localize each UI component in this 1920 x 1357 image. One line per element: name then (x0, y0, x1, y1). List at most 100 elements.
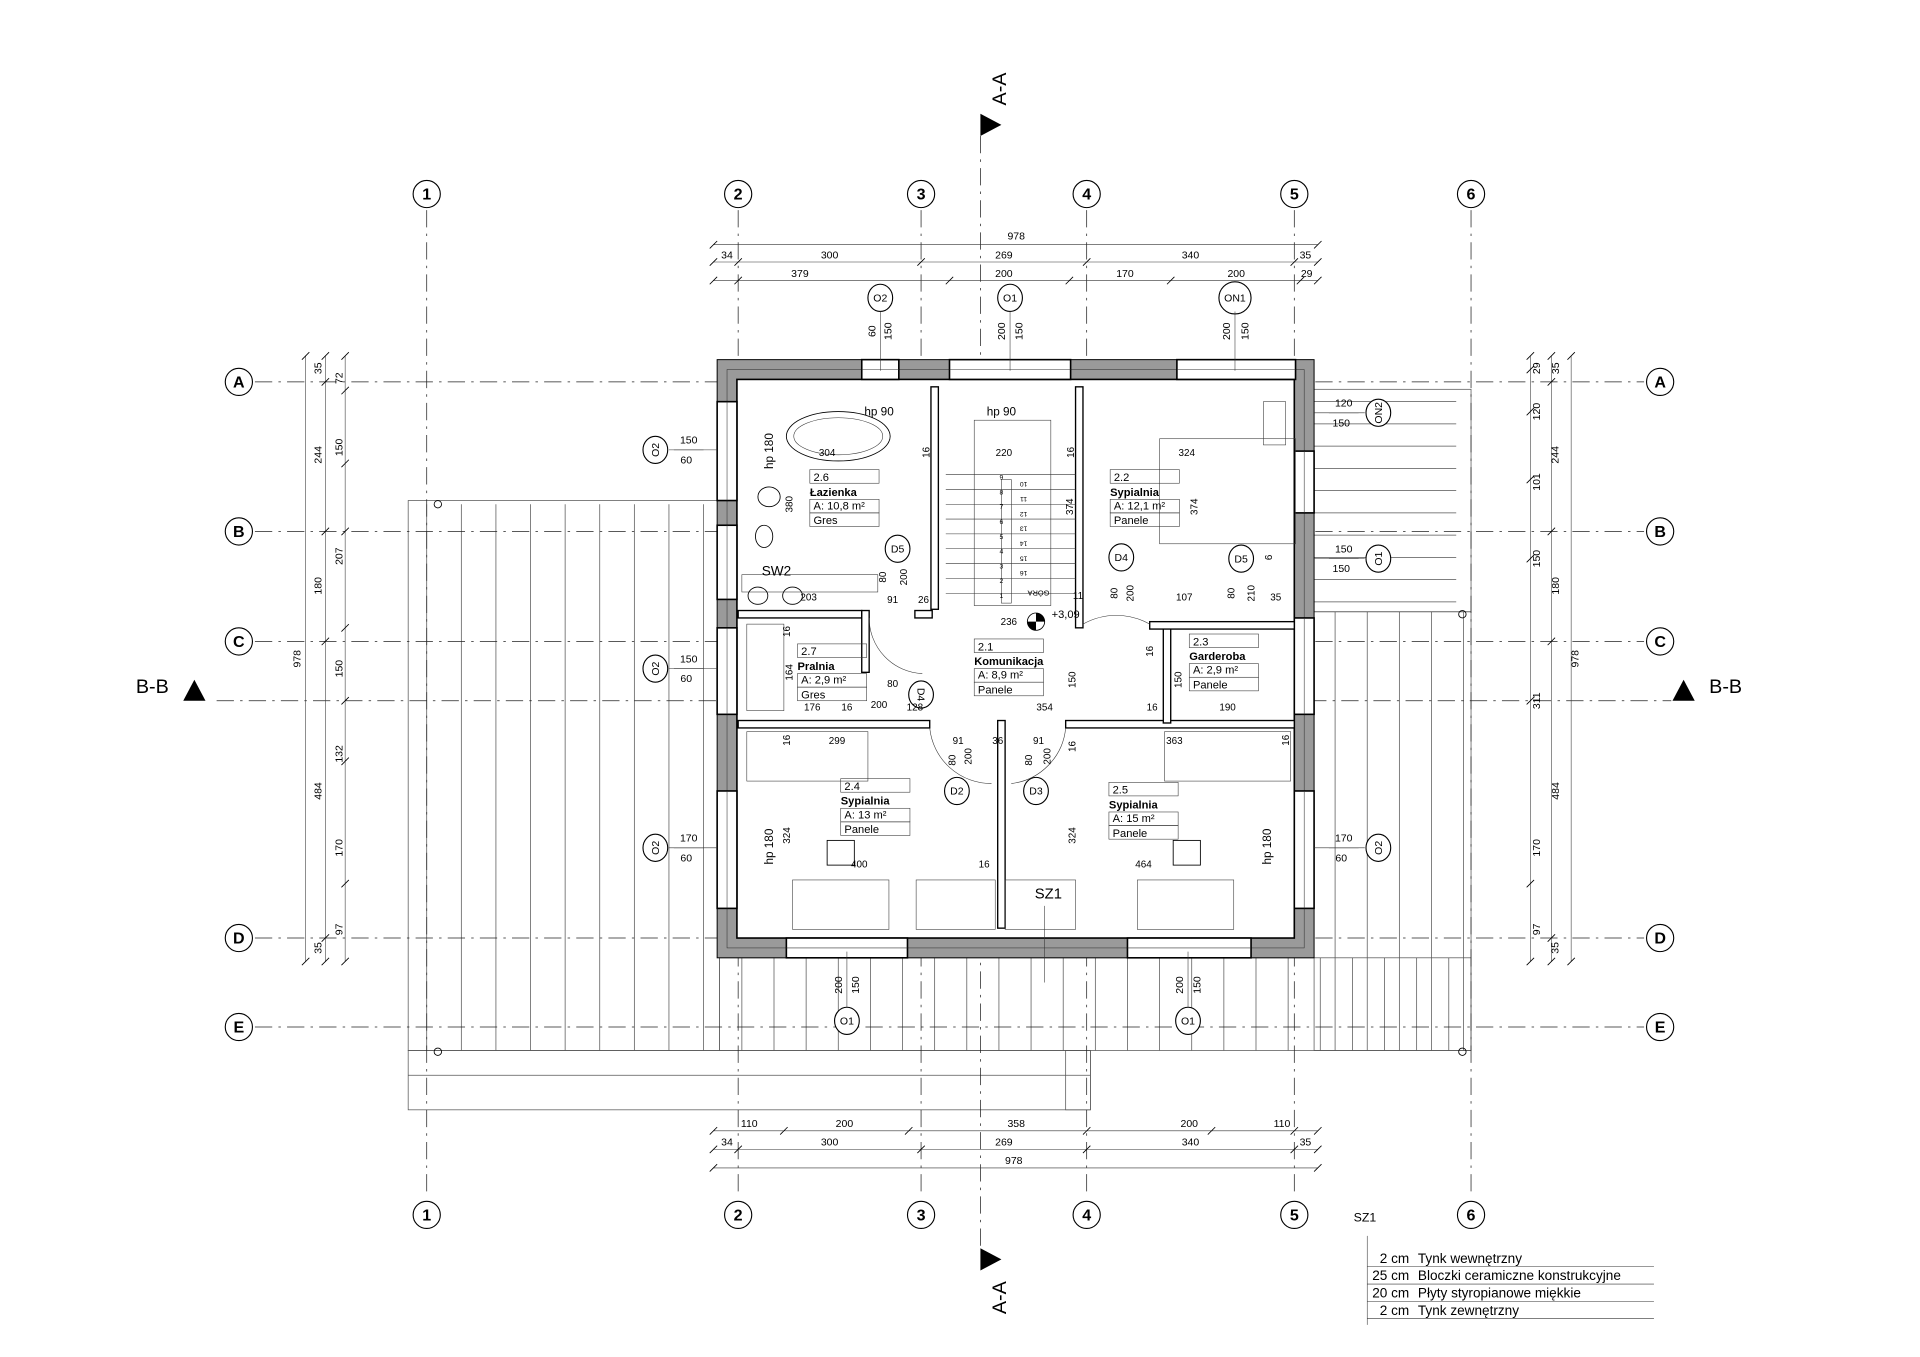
label: 269 (995, 249, 1013, 261)
partition-wall (1074, 386, 1084, 629)
partition-wall (737, 719, 931, 729)
interior-dimension: 11 (1073, 591, 1084, 602)
room-area: A: 10,8 m² (814, 500, 866, 512)
legend-title: SZ1 (1354, 1211, 1377, 1225)
dim-tick (1082, 257, 1091, 267)
dim-tick (734, 1145, 743, 1154)
window-tag-bubble (1365, 544, 1392, 573)
label: 379 (791, 268, 809, 280)
dim-tick (1313, 257, 1322, 267)
label: 340 (1182, 1137, 1200, 1149)
dim-tick (1313, 1145, 1322, 1154)
label: 110 (1274, 1118, 1291, 1130)
dim-tick (1290, 1145, 1299, 1154)
label: 60 (680, 454, 692, 466)
stair-number: 3 (1000, 563, 1004, 570)
door-tag: D4 (1115, 552, 1129, 564)
label: hp 180 (1261, 828, 1274, 864)
interior-dimension: 16 (1066, 446, 1077, 457)
stair-number: 10 (1020, 480, 1028, 487)
dim-tick (709, 1163, 718, 1172)
dim-tick (1296, 276, 1305, 285)
room-box (1109, 512, 1180, 527)
label: 200 (1221, 322, 1233, 340)
label: 35 (313, 362, 325, 374)
walls (716, 358, 1315, 959)
interior-dimension: 91 (1033, 736, 1044, 747)
door-tag-bubble (884, 534, 911, 563)
window-tag: O2 (650, 443, 662, 457)
interior-dimension: 16 (921, 446, 932, 457)
label: GÓRA (1028, 589, 1050, 598)
room-box (1188, 676, 1259, 692)
dim-tick (1313, 1163, 1322, 1172)
bathtub-inner (793, 417, 884, 456)
window-tag: O2 (873, 293, 887, 305)
door-tag-bubble (943, 776, 970, 806)
grid-bubble (1456, 1200, 1486, 1230)
dim-tick (341, 527, 350, 536)
dim-tick (1567, 957, 1576, 966)
interior-dimension: 236 (1001, 617, 1018, 628)
dim-tick (321, 934, 330, 943)
stair-number: 6 (1000, 519, 1004, 526)
interior-dimension: 16 (1281, 734, 1292, 745)
label: 35 (1550, 362, 1562, 374)
door-tag: D2 (950, 786, 964, 798)
label: 35 (1300, 249, 1312, 261)
interior-dimension: 324 (1067, 827, 1078, 844)
dim-tick (709, 240, 718, 249)
interior-dimension: 16 (1147, 702, 1158, 713)
dim-tick (341, 957, 350, 966)
dim-tick (1526, 879, 1535, 888)
legend-material: Płyty styropianowe miękkie (1418, 1285, 1581, 1300)
label: 300 (821, 249, 839, 261)
room-floor: Panele (1193, 680, 1228, 692)
label: hp 180 (763, 828, 776, 864)
interior-dimension: 176 (804, 702, 821, 713)
dim-tick (709, 1126, 718, 1135)
label: 150 (1240, 322, 1252, 340)
section-arrow-icon (980, 113, 1002, 136)
legend-thickness: 2 cm (1380, 1303, 1409, 1318)
terrace-edge (407, 1050, 1091, 1111)
interior-dimension: 35 (1270, 592, 1281, 603)
interior-dimension: 380 (784, 495, 795, 512)
dim-tick (1526, 365, 1535, 374)
grid-row-label: B (1654, 523, 1666, 541)
bed (1164, 731, 1291, 782)
interior-dimension: 16 (841, 702, 852, 713)
stair-number: 16 (1020, 569, 1028, 576)
label: 101 (1531, 473, 1543, 491)
interior-dimension: 324 (782, 827, 793, 844)
label: 150 (334, 660, 346, 678)
dim-tick (1526, 351, 1535, 360)
grid-row-label: C (233, 633, 245, 651)
dim-tick (1547, 377, 1556, 386)
window-tag: O1 (1003, 293, 1017, 305)
room-area: A: 2,9 m² (1193, 665, 1238, 677)
stair-number: 12 (1020, 510, 1028, 517)
stair-number: 8 (1000, 489, 1004, 496)
grid-column-label: 1 (422, 186, 431, 204)
legend-thickness: 2 cm (1380, 1251, 1409, 1266)
legend-material: Tynk wewnętrzny (1418, 1251, 1522, 1266)
dim-tick (1526, 554, 1535, 563)
label: 110 (741, 1118, 758, 1130)
room-floor: Gres (801, 689, 826, 701)
window-tag: O2 (650, 841, 662, 855)
dim-tick (1313, 240, 1322, 249)
wall-type-label: SZ1 (1035, 887, 1062, 903)
window-tag-bubble (1365, 398, 1392, 427)
bathtub-icon (785, 411, 891, 462)
room-area: A: 2,9 m² (801, 675, 846, 687)
section-label-bb: B-B (136, 676, 169, 698)
door-swing (868, 617, 923, 674)
section-arrow-icon (183, 679, 206, 701)
partition-wall (737, 609, 863, 619)
grid-bubble (1645, 923, 1675, 953)
grid-bubble (724, 179, 753, 209)
interior-dimension: 164 (784, 664, 795, 681)
